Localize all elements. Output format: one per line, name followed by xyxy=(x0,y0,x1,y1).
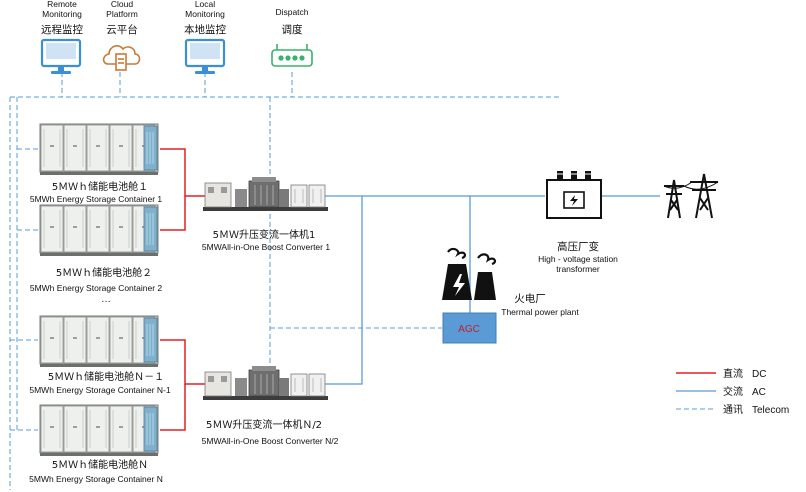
legend-dc-en: DC xyxy=(752,369,766,380)
cloud-platform-cn: 云平台 xyxy=(106,23,138,36)
legend-dc-cn: 直流 xyxy=(723,367,743,380)
dc-container-n-link xyxy=(160,384,186,431)
dispatch-router-icon xyxy=(271,44,313,67)
legend: 直流 DC 交流 AC 通讯 Telecom xyxy=(676,367,789,416)
legend-item-dc: 直流 DC xyxy=(676,367,766,380)
boost-converter-icon xyxy=(202,176,329,212)
ac-converter2-out xyxy=(325,196,363,385)
converter-n2-cn: 5ＭＷ升压变流一体机Ｎ/2 xyxy=(206,418,322,431)
battery-container-icon xyxy=(40,405,158,456)
legend-telecom-en: Telecom xyxy=(752,405,789,416)
container-n-cn: 5ＭＷｈ储能电池舱Ｎ xyxy=(52,458,148,471)
thermal-power-plant[interactable]: 火电厂 Thermal power plant xyxy=(442,247,579,317)
converter-n2-en: 5MWAll-in-One Boost Converter N/2 xyxy=(202,436,339,446)
agc-controller[interactable]: AGC xyxy=(442,312,497,344)
boost-converter-n2[interactable]: 5ＭＷ升压变流一体机Ｎ/2 5MWAll-in-One Boost Conver… xyxy=(202,365,339,446)
storage-container-n-1[interactable]: 5ＭＷｈ储能电池舱Ｎ－１ 5MWh Energy Storage Contain… xyxy=(29,316,171,395)
legend-item-ac: 交流 AC xyxy=(676,385,766,398)
thermal-plant-icon xyxy=(442,247,497,300)
container-n-1-en: 5MWh Energy Storage Container N-1 xyxy=(29,385,171,395)
legend-ac-en: AC xyxy=(752,387,766,398)
remote-monitoring-cn: 远程监控 xyxy=(41,23,83,36)
local-monitoring-cn: 本地监控 xyxy=(184,23,226,36)
legend-telecom-cn: 通讯 xyxy=(723,404,743,416)
agc-label: AGC xyxy=(458,324,480,335)
legend-ac-cn: 交流 xyxy=(723,385,743,398)
legend-item-telecom: 通讯 Telecom xyxy=(676,404,789,416)
converter-1-cn: 5ＭＷ升压变流一体机1 xyxy=(213,228,316,241)
converter-1-en: 5MWAll-in-One Boost Converter 1 xyxy=(202,242,330,252)
storage-container-1[interactable]: 5ＭＷｈ储能电池舱１ 5MWh Energy Storage Container… xyxy=(30,124,163,204)
telecom-lines xyxy=(9,72,560,490)
dc-lines xyxy=(160,148,205,431)
boost-converter-icon xyxy=(202,365,329,401)
dispatch-station[interactable]: Dispatch 调度 xyxy=(271,7,313,67)
container-2-en: 5MWh Energy Storage Container 2 xyxy=(30,283,163,293)
thermal-plant-en: Thermal power plant xyxy=(501,307,579,317)
boost-converter-1[interactable]: 5ＭＷ升压变流一体机1 5MWAll-in-One Boost Converte… xyxy=(202,176,330,252)
dc-container2-link xyxy=(160,196,186,231)
container-2-cn: 5ＭＷｈ储能电池舱２ xyxy=(56,266,152,279)
dispatch-en: Dispatch xyxy=(275,7,308,17)
cloud-server-icon xyxy=(102,45,141,71)
storage-container-2[interactable]: 5ＭＷｈ储能电池舱２ 5MWh Energy Storage Container… xyxy=(30,205,163,293)
container-n-1-cn: 5ＭＷｈ储能电池舱Ｎ－１ xyxy=(48,370,164,383)
container-ellipsis: … xyxy=(101,294,111,305)
container-n-en: 5MWh Energy Storage Container N xyxy=(29,474,163,484)
transformer-icon xyxy=(546,171,602,219)
battery-container-icon xyxy=(40,205,158,256)
dc-container-n1-link xyxy=(160,339,205,385)
battery-container-icon xyxy=(40,124,158,175)
monitor-icon xyxy=(40,38,82,74)
thermal-plant-cn: 火电厂 xyxy=(514,292,546,305)
container-1-en: 5MWh Energy Storage Container 1 xyxy=(30,194,163,204)
agc-box xyxy=(442,312,497,344)
storage-container-n[interactable]: 5ＭＷｈ储能电池舱Ｎ 5MWh Energy Storage Container… xyxy=(29,405,163,484)
monitor-icon xyxy=(184,38,226,74)
transformer-cn: 高压厂变 xyxy=(557,240,599,253)
battery-container-icon xyxy=(40,316,158,367)
transmission-tower-icon xyxy=(663,173,719,219)
dc-container1-link xyxy=(160,148,205,197)
dispatch-cn: 调度 xyxy=(282,23,303,36)
container-1-cn: 5ＭＷｈ储能电池舱１ xyxy=(52,180,148,193)
